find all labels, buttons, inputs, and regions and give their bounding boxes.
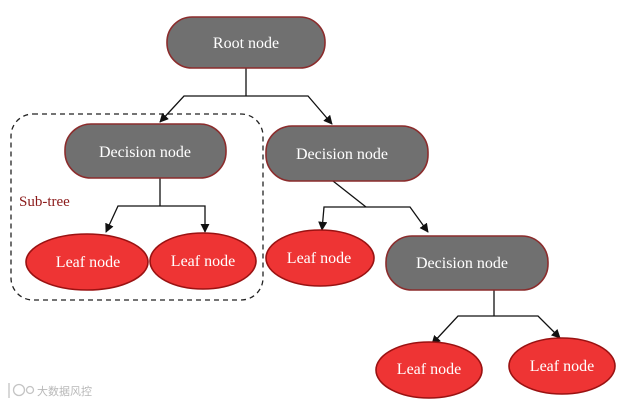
edge-right-stem [332, 180, 367, 208]
leaf-node-4: Leaf node [375, 341, 483, 399]
root-node-label: Root node [213, 35, 279, 52]
leaf-node-3-label: Leaf node [287, 250, 351, 267]
decision-node-lower: Decision node [385, 235, 549, 291]
leaf-node-2: Leaf node [149, 232, 257, 290]
leaf-node-2-label: Leaf node [171, 253, 235, 270]
edge-left-leaf2 [160, 205, 210, 233]
edge-right-leaf3 [318, 206, 366, 231]
leaf-node-5-label: Leaf node [530, 358, 594, 375]
leaf-node-4-label: Leaf node [397, 361, 461, 378]
leaf-node-5: Leaf node [508, 337, 616, 395]
decision-node-right: Decision node [265, 125, 429, 182]
watermark-text: 大数据风控 [37, 384, 92, 398]
leaf-node-3: Leaf node [265, 229, 375, 287]
decision-node-left: Decision node [64, 123, 227, 179]
decision-node-left-label: Decision node [99, 144, 191, 161]
leaf-node-1-label: Leaf node [56, 254, 120, 271]
watermark-logo-icon [8, 383, 35, 398]
subtree-label: Sub-tree [19, 194, 70, 210]
subtree-boundary [10, 113, 264, 301]
root-node: Root node [166, 16, 326, 69]
tree-edges [105, 68, 561, 345]
edge-lower-leaf4 [431, 315, 494, 345]
watermark: 大数据风控 [8, 383, 92, 398]
decision-node-right-label: Decision node [296, 146, 388, 163]
leaf-node-1: Leaf node [25, 233, 149, 291]
edge-root-left [159, 95, 246, 123]
edge-left-leaf1 [105, 205, 160, 233]
decision-node-lower-label: Decision node [416, 255, 508, 272]
edge-right-decision [366, 206, 429, 233]
edge-root-right [246, 95, 333, 125]
edge-lower-leaf5 [494, 315, 561, 339]
